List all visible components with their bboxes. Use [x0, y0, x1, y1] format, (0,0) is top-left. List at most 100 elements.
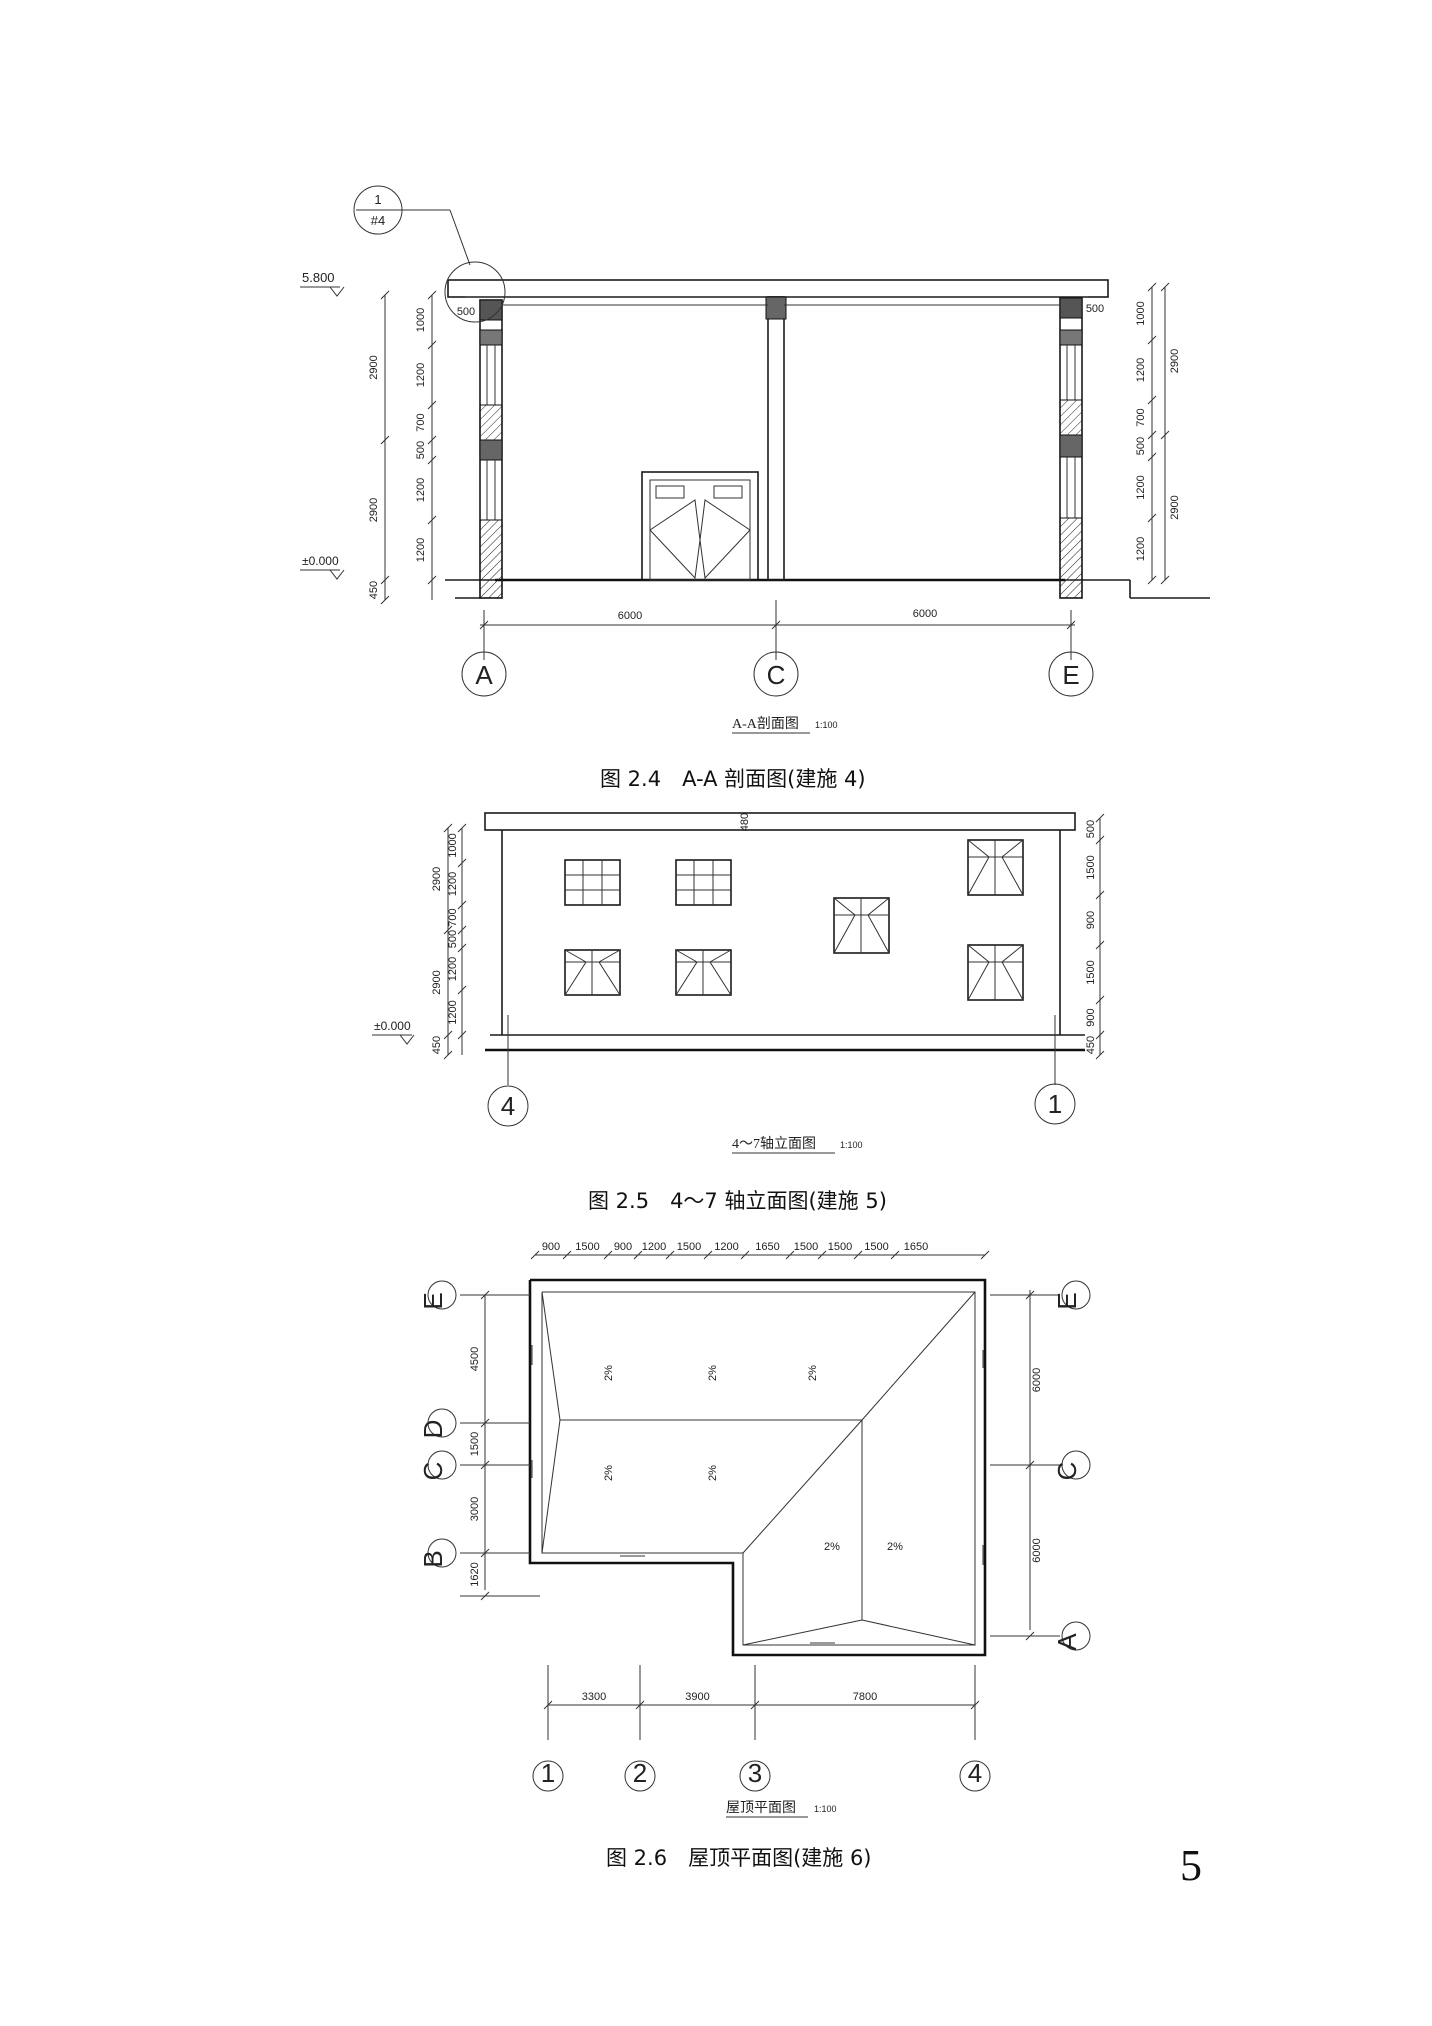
roof-slope-label: 2%: [824, 1541, 840, 1553]
dim-right-inner: 1000: [1135, 301, 1147, 325]
wall-left: [479, 299, 503, 599]
dim-left-inner: 1200: [415, 478, 427, 502]
roof-outline: [528, 1278, 987, 1657]
svg-text:4～7轴立面图: 4～7轴立面图: [732, 1136, 816, 1152]
dim-parapet: 480: [739, 813, 751, 831]
elevation-caption: 图 2.5 4～7 轴立面图(建施 5): [588, 1189, 887, 1213]
dim-left-inner: 700: [415, 413, 427, 431]
window-right-top: [967, 839, 1024, 896]
dim-right-inner: 1200: [1135, 475, 1147, 499]
dim-bottom: 3300: [582, 1691, 606, 1703]
dim-left-outer: 2900: [368, 355, 380, 379]
dim-left: 1620: [469, 1562, 481, 1586]
elevation-subtitle: 4～7轴立面图 1:100: [732, 1136, 863, 1154]
dim-span-2: 6000: [913, 608, 937, 620]
dim-left: 4500: [469, 1347, 481, 1371]
section-subtitle: A-A剖面图 1:100: [732, 716, 838, 734]
dim-right-inner: 1200: [1135, 537, 1147, 561]
roof-slope-label: 2%: [603, 1465, 615, 1481]
dim-left-inner: 1200: [415, 538, 427, 562]
svg-text:A-A剖面图: A-A剖面图: [732, 716, 799, 732]
window-right-bottom: [967, 944, 1024, 1001]
window-top-2: [675, 859, 732, 906]
dim-left: 3000: [469, 1497, 481, 1521]
dim-top: 1650: [755, 1241, 779, 1253]
dim-right: 900: [1085, 911, 1097, 929]
elevation-axis-1: 1: [1034, 1055, 1076, 1125]
dim-right: 900: [1085, 1008, 1097, 1026]
elevation-parapet: [484, 812, 1076, 831]
roof-slope-label: 2%: [707, 1465, 719, 1481]
dim-top: 900: [542, 1241, 560, 1253]
roof-slope-label: 2%: [707, 1365, 719, 1381]
window-top-1: [564, 859, 621, 906]
svg-text:1: 1: [1048, 1089, 1062, 1119]
svg-text:±0.000: ±0.000: [374, 1019, 411, 1033]
section-axis-c: C: [753, 651, 799, 697]
section-drawing: 1 #4 5.800 ±0.000 2900290045010001200700…: [300, 185, 1210, 734]
elevation-top-mark: 5.800: [300, 270, 345, 297]
roof-axis-bottom-1: 1: [541, 1758, 555, 1788]
double-door: [641, 471, 759, 581]
elevation-dimensions: 2900290045010001200700500120012005001500…: [431, 813, 1105, 1060]
svg-text:#4: #4: [371, 213, 385, 228]
dim-top: 1650: [904, 1241, 928, 1253]
roof-axis-right-E: E: [1052, 1292, 1082, 1309]
roof-caption: 图 2.6 屋顶平面图(建施 6): [606, 1846, 872, 1870]
dim-left-inner: 700: [447, 908, 459, 926]
dim-left-inner: 1200: [447, 957, 459, 981]
dim-left-inner: 1000: [415, 308, 427, 332]
svg-text:1: 1: [374, 192, 381, 207]
dim-right: 6000: [1031, 1538, 1043, 1562]
roof-axis-bottom-3: 3: [748, 1758, 762, 1788]
roof-slope-label: 2%: [887, 1541, 903, 1553]
dim-left-inner: 1200: [447, 872, 459, 896]
roof-axis-left-C: C: [418, 1462, 448, 1481]
dim-right-inner: 500: [1135, 437, 1147, 455]
dim-left-outer: 450: [431, 1036, 443, 1054]
dim-top: 1200: [642, 1241, 666, 1253]
page-number: 5: [1180, 1841, 1202, 1890]
dim-left: 1500: [469, 1432, 481, 1456]
section-caption: 图 2.4 A-A 剖面图(建施 4): [600, 767, 866, 791]
dim-left-inner: 1200: [447, 1000, 459, 1024]
dim-left-outer: 2900: [431, 867, 443, 891]
wall-right: [1059, 297, 1083, 599]
svg-text:A: A: [475, 660, 493, 690]
svg-text:5.800: 5.800: [302, 270, 335, 285]
column-mid: [767, 296, 785, 581]
window-center: [833, 897, 890, 954]
roof-slope-label: 2%: [603, 1365, 615, 1381]
dim-right: 1500: [1085, 855, 1097, 879]
dim-right-inner: 1200: [1135, 358, 1147, 382]
roof-slope-labels: 2% 2% 2% 2% 2% 2% 2%: [603, 1365, 903, 1553]
dim-right-inner: 700: [1135, 408, 1147, 426]
svg-text:1:100: 1:100: [840, 1140, 863, 1150]
dim-right-outer: 2900: [1169, 495, 1181, 519]
svg-text:E: E: [1062, 660, 1079, 690]
elevation-drawing: ±0.000 290029004501000120070050012001200…: [372, 812, 1105, 1154]
dim-right-outer: 2900: [1169, 349, 1181, 373]
roof-axis-right-C: C: [1052, 1462, 1082, 1481]
dim-left-inner: 1200: [415, 363, 427, 387]
roof-slope-label: 2%: [807, 1365, 819, 1381]
roof-axis-left-E: E: [418, 1292, 448, 1309]
elevation-ground-mark: ±0.000: [300, 554, 345, 580]
dim-right: 6000: [1031, 1368, 1043, 1392]
dim-left-inner: 1000: [447, 833, 459, 857]
section-axis-a: A: [461, 651, 507, 697]
dim-wall-left: 500: [457, 306, 475, 318]
roof-subtitle: 屋顶平面图 1:100: [726, 1801, 837, 1818]
elevation-axis-4: 4: [487, 1055, 529, 1127]
roof-axis-left-D: D: [418, 1420, 448, 1439]
dim-top: 1200: [714, 1241, 738, 1253]
dim-span-1: 6000: [618, 610, 642, 622]
dim-wall-right: 500: [1086, 303, 1104, 315]
roof-axis-bottom-2: 2: [633, 1758, 647, 1788]
dim-top: 1500: [575, 1241, 599, 1253]
